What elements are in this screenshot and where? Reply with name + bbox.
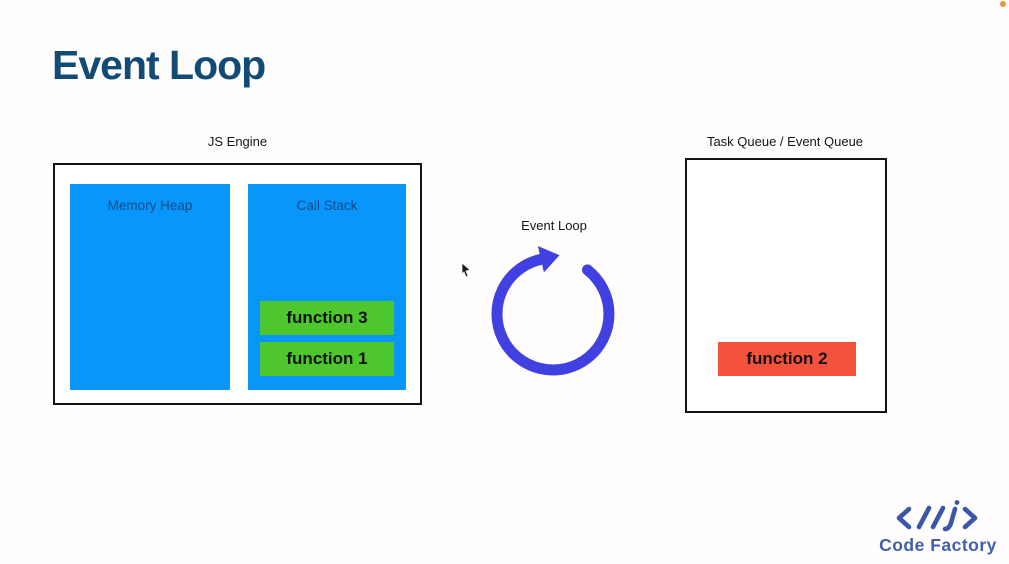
- task-queue-item: function 2: [718, 342, 856, 376]
- call-stack-panel: Call Stack function 3 function 1: [248, 184, 406, 390]
- recording-dot: [1000, 1, 1006, 7]
- js-engine-box: Memory Heap Call Stack function 3 functi…: [53, 163, 422, 405]
- call-stack-frame: function 1: [260, 342, 394, 376]
- page-title: Event Loop: [52, 42, 266, 88]
- code-brackets-icon: [896, 500, 978, 532]
- memory-heap-label: Memory Heap: [107, 198, 193, 213]
- event-loop-label: Event Loop: [521, 218, 587, 233]
- task-queue-label: Task Queue / Event Queue: [706, 134, 864, 149]
- task-queue-box: function 2: [685, 158, 887, 413]
- js-engine-label: JS Engine: [207, 134, 268, 149]
- brand-name: Code Factory: [879, 535, 997, 555]
- memory-heap-panel: Memory Heap: [70, 184, 230, 390]
- brand-logo: Code Factory: [872, 499, 1004, 556]
- mouse-cursor-icon: [461, 262, 471, 278]
- call-stack-frame: function 3: [260, 301, 394, 335]
- event-loop-arrow-icon: [491, 246, 615, 376]
- call-stack-label: Call Stack: [296, 198, 358, 213]
